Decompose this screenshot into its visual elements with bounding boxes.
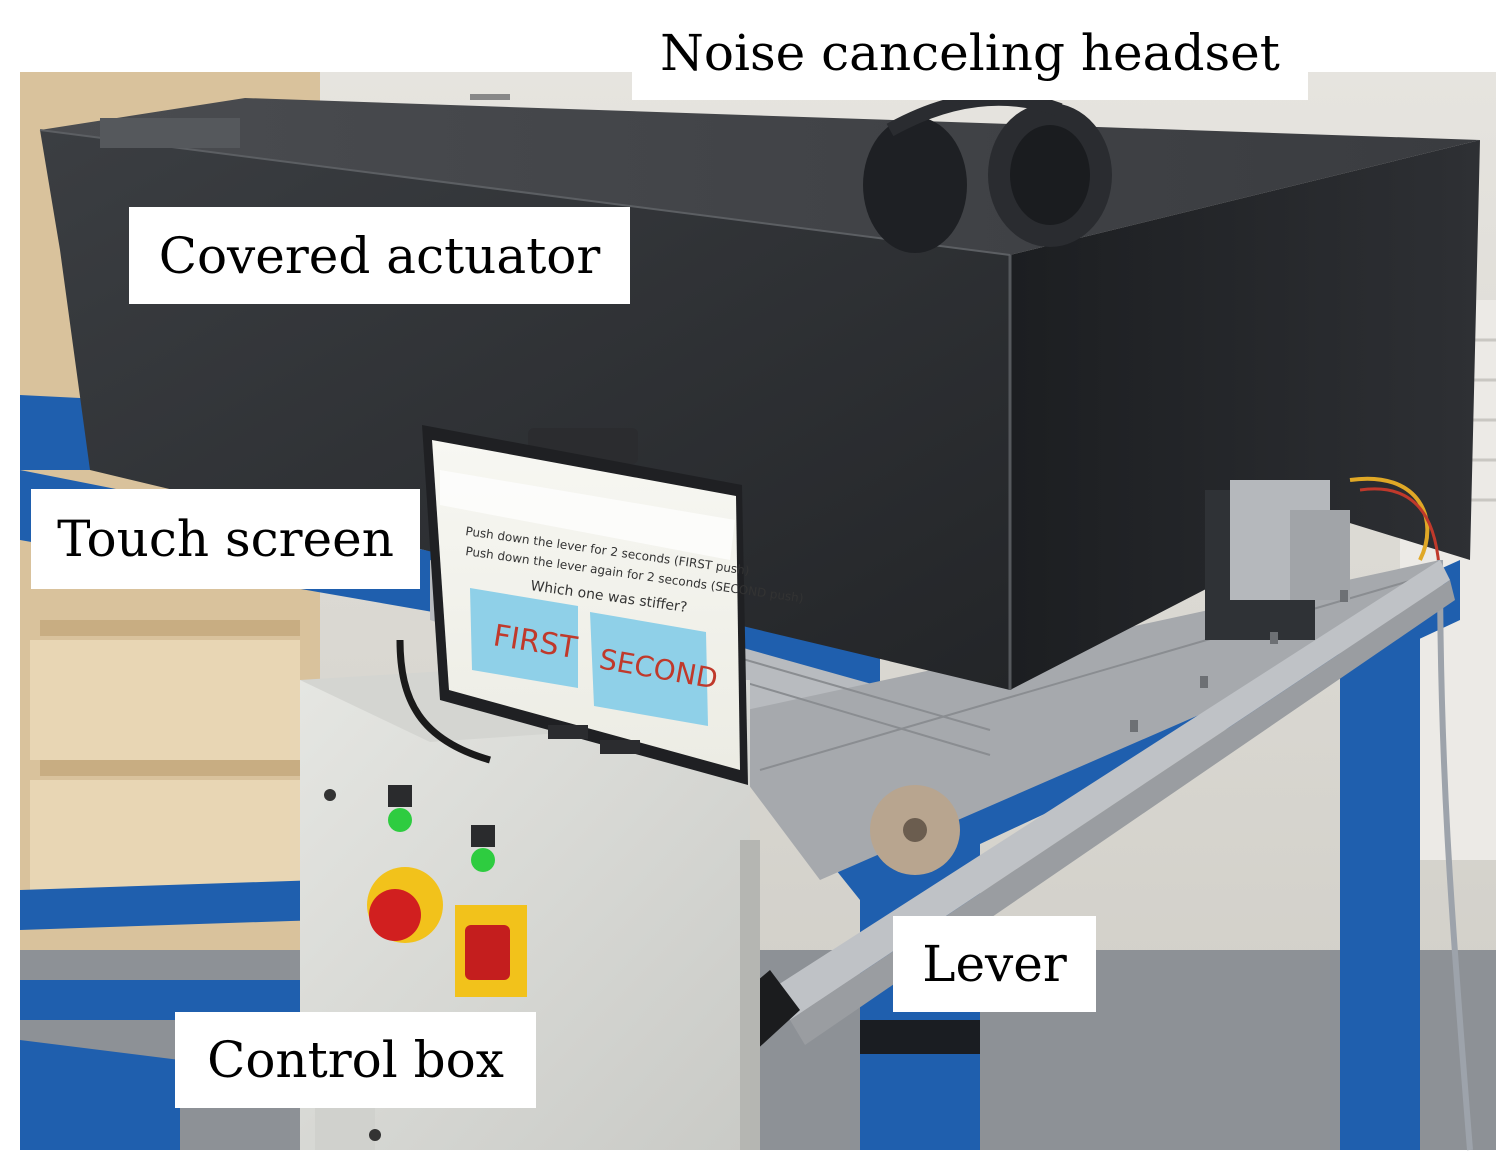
headset-label: Noise canceling headset <box>632 0 1308 100</box>
tablet-second-button[interactable] <box>590 612 708 726</box>
indicator-light-1 <box>388 808 412 832</box>
lever-label: Lever <box>893 916 1096 1012</box>
tablet-first-button[interactable] <box>470 588 578 688</box>
headset-graphic <box>863 91 1112 253</box>
covered-actuator-label: Covered actuator <box>129 207 630 304</box>
indicator-light-2 <box>471 848 495 872</box>
sensor-bracket <box>1205 476 1473 1151</box>
control-box-label: Control box <box>175 1012 536 1108</box>
frame-dark-band <box>860 1020 980 1054</box>
tablet-device: Push down the lever for 2 seconds (FIRST… <box>396 425 804 785</box>
touch-screen-label: Touch screen <box>31 489 420 589</box>
